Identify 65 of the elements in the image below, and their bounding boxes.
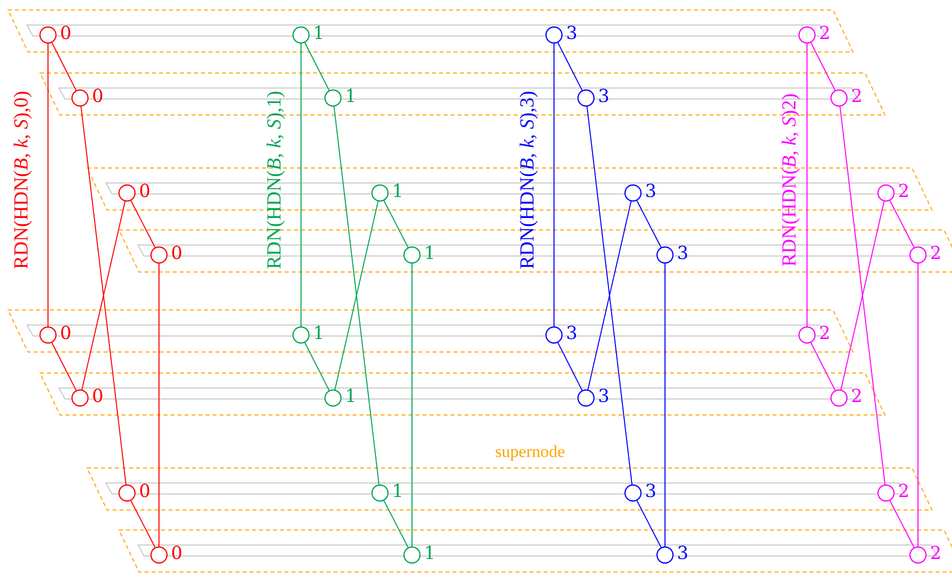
node-label: 2 — [898, 181, 910, 203]
supernode-label: supernode — [495, 442, 565, 462]
connector-line — [81, 200, 126, 391]
node-label: 3 — [566, 23, 578, 45]
connector-line — [158, 262, 160, 548]
node-label: 1 — [424, 543, 436, 565]
group-title: RDN(HDN(B, k, S),1) — [264, 90, 286, 270]
connector-line — [636, 500, 662, 548]
node-label: 2 — [851, 86, 862, 108]
group-title: RDN(HDN(B, k, S),0) — [10, 90, 34, 270]
node-label: 0 — [92, 86, 104, 108]
connector-line — [586, 105, 633, 486]
node-label: 1 — [392, 181, 404, 203]
connector-line — [130, 500, 156, 548]
node-label: 1 — [345, 386, 356, 408]
node-label: 0 — [139, 181, 150, 203]
node-label: 1 — [345, 86, 356, 108]
node-label: 3 — [598, 86, 610, 108]
node-label: 2 — [819, 23, 830, 45]
node-label: 2 — [930, 543, 942, 565]
node-label: 0 — [171, 243, 182, 265]
connector-line — [810, 342, 836, 392]
connector-line — [80, 105, 127, 486]
connector-line — [51, 342, 77, 392]
connector-line — [304, 42, 330, 92]
node-label: 3 — [566, 323, 578, 345]
connector-line — [333, 105, 380, 486]
node-label: 1 — [392, 481, 404, 503]
connector-line — [636, 200, 662, 248]
connector-line — [334, 200, 379, 391]
node-label: 0 — [60, 323, 72, 345]
connector-line — [383, 200, 409, 248]
node-label: 1 — [313, 323, 324, 345]
node-label: 0 — [171, 543, 182, 565]
node-label: 0 — [139, 481, 150, 503]
connector-line — [889, 500, 915, 548]
node-label: 3 — [645, 481, 656, 503]
node-label: 0 — [92, 386, 104, 408]
connector-line — [810, 42, 836, 92]
node-label: 3 — [677, 543, 688, 565]
connector-line — [304, 342, 330, 392]
node-label: 3 — [677, 243, 688, 265]
node-label: 2 — [819, 323, 830, 345]
node-label: 2 — [930, 243, 942, 265]
node-label: 2 — [851, 386, 862, 408]
connector-line — [557, 342, 583, 392]
connector-line — [664, 262, 666, 548]
node-label: 3 — [598, 386, 610, 408]
connector-line — [889, 200, 915, 248]
connector-line — [383, 500, 409, 548]
connector-line — [130, 200, 156, 248]
connector-line — [587, 200, 632, 391]
connector-line — [840, 200, 885, 391]
connector-line — [839, 105, 886, 486]
node-label: 1 — [424, 243, 436, 265]
node-label: 2 — [898, 481, 910, 503]
group-title: RDN(HDN(B, k, S),3) — [516, 90, 540, 270]
connector-line — [51, 42, 77, 92]
connector-line — [300, 42, 302, 328]
group-title: RDN(HDN(B, k, S)2) — [778, 93, 802, 267]
connector-line — [806, 42, 808, 328]
node-label: 0 — [60, 23, 72, 45]
node-label: 3 — [645, 181, 656, 203]
node-label: 1 — [313, 23, 324, 45]
connector-line — [557, 42, 583, 92]
